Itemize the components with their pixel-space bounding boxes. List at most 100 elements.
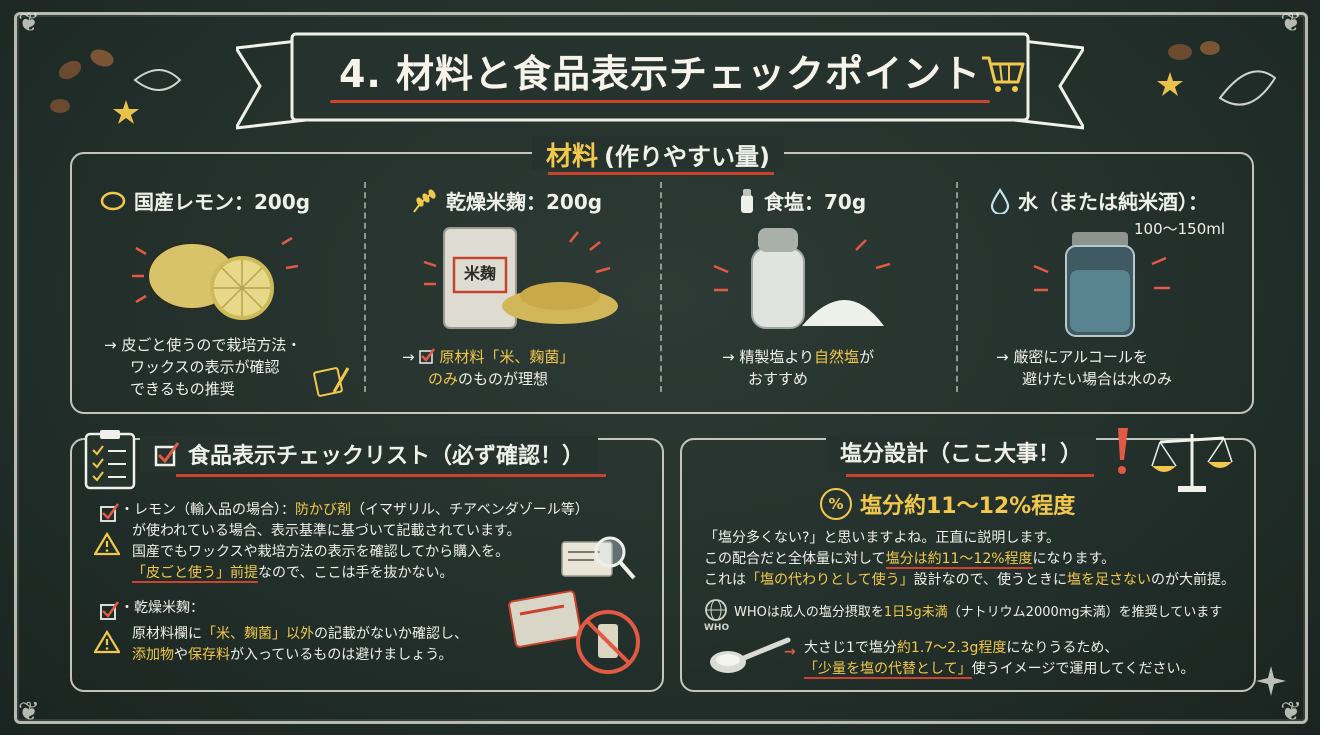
- material-lemon-note: → 皮ごと使うので栽培方法・ ワックスの表示が確認 できるもの推奨: [104, 334, 301, 400]
- checkbox-icon: [419, 348, 436, 364]
- exclamation-icon: [1118, 428, 1128, 474]
- highlight: 1日5g未満: [883, 605, 948, 620]
- material-salt-note: → 精製塩より自然塩が おすすめ: [722, 346, 874, 390]
- text: が入っているものは避けましょう。: [230, 647, 453, 663]
- who-globe-icon: [705, 599, 727, 621]
- page-title: 4. 材料と食品表示チェックポイント: [338, 51, 982, 96]
- salt-percentage: % 塩分約11～12%程度: [820, 488, 1075, 520]
- magnifier-label-icon: [561, 536, 636, 580]
- highlight: 保存料: [188, 647, 230, 663]
- title-underline: [330, 100, 990, 103]
- note-arrow: →: [402, 348, 420, 366]
- text: の記載がないか確認し、: [314, 626, 468, 642]
- column-divider: [660, 182, 662, 392]
- text: になりうるため、: [1006, 640, 1119, 656]
- label-pencil-icon: [313, 367, 350, 397]
- warning-icon: [94, 630, 120, 654]
- material-lemon: 国産レモン：200g: [100, 186, 310, 215]
- flourish-icon: ❦: [18, 8, 40, 38]
- salt-line1: 「塩分多くない?」と思いますよね。正直に説明します。: [704, 530, 1061, 546]
- koji-bag-label: 米麹: [463, 264, 496, 283]
- text: のが大前提。: [1151, 572, 1236, 588]
- note-highlight: のみ: [428, 370, 459, 388]
- salt-last-line: 「少量を塩の代替として」使うイメージで運用してください。: [804, 659, 1194, 680]
- checklist-heading-text: 食品表示チェックリスト（必ず確認！）: [188, 444, 585, 469]
- highlight: 塩を足さない: [1067, 572, 1152, 588]
- note-highlight: 原材料「米、麹菌」: [439, 348, 575, 366]
- material-salt: 食塩：70g: [738, 186, 866, 215]
- text: 大さじ1で塩分: [804, 640, 897, 656]
- flourish-icon: ❦: [1280, 697, 1302, 727]
- salt-who-line: WHOは成人の塩分摂取を1日5g未満（ナトリウム2000mg未満）を推奨していま…: [734, 602, 1222, 623]
- koji-bag-illustration: [423, 227, 618, 329]
- material-water-amount: 100～150ml: [1134, 220, 1226, 238]
- highlight: 防かび剤: [295, 502, 351, 518]
- material-water: 水（または純米酒）：: [990, 186, 1208, 215]
- who-logo-text: WHO: [704, 623, 730, 633]
- warning-icon: [94, 532, 120, 556]
- note-line: 避けたい場合は水のみ: [1022, 370, 1173, 388]
- material-salt-label: 食塩：70g: [764, 190, 867, 214]
- check-lemon-line1: ・レモン（輸入品の場合）：防かび剤（イマザリル、チアベンダゾール等）: [120, 500, 589, 521]
- materials-underline: [548, 172, 774, 175]
- text: ・レモン（輸入品の場合）：: [120, 502, 295, 518]
- flourish-icon: ❦: [1280, 8, 1302, 38]
- check-koji-line1: ・乾燥米麹：: [120, 600, 204, 616]
- column-divider: [364, 182, 366, 392]
- material-koji-note: → 原材料「米、麹菌」 のみのものが理想: [402, 346, 574, 390]
- check-lemon-line2: が使われている場合、表示基準に基づいて記載されています。: [132, 523, 521, 539]
- lemon-icon: [100, 191, 126, 210]
- salt-illustration: [713, 228, 891, 329]
- arrow-icon: →: [784, 644, 796, 660]
- highlight: 「塩の代わりとして使う」: [746, 572, 914, 588]
- text: なので、ここは手を抜かない。: [258, 565, 454, 581]
- percent-icon: %: [820, 488, 852, 520]
- water-jar-illustration: [1033, 232, 1170, 337]
- check-koji-line2: 原材料欄に「米、麹菌」以外の記載がないか確認し、: [132, 624, 468, 645]
- salt-underline: [846, 474, 1094, 477]
- chalk-frame: [14, 12, 1308, 724]
- check-lemon-line4: 「皮ごと使う」前提なので、ここは手を抜かない。: [132, 563, 453, 584]
- materials-heading-main: 材料: [546, 142, 599, 172]
- check-koji-line3: 添加物や保存料が入っているものは避けましょう。: [132, 645, 452, 666]
- materials-heading: 材料 (作りやすい量): [532, 136, 784, 172]
- coffee-bean-doodle-icon: [50, 49, 182, 113]
- text: WHOは成人の塩分摂取を: [734, 605, 884, 620]
- scale-icon: [1151, 434, 1233, 492]
- note-line: ワックスの表示が確認: [130, 358, 280, 376]
- materials-heading-sub: (作りやすい量): [604, 143, 770, 171]
- note-line: のものが理想: [458, 370, 549, 388]
- sparkle-icon: [1256, 666, 1286, 696]
- note-line: が: [859, 348, 875, 366]
- text: 使うイメージで運用してください。: [971, 661, 1195, 677]
- salt-line3: これは「塩の代わりとして使う」設計なので、使うときに塩を足さないのが大前提。: [704, 570, 1235, 591]
- highlight: 「皮ごと使う」前提: [132, 565, 258, 583]
- checkbox-icon: [100, 601, 120, 620]
- material-water-label: 水（または純米酒）：: [1018, 190, 1208, 214]
- salt-spoon-line: 大さじ1で塩分約1.7～2.3g程度になりうるため、: [804, 638, 1118, 659]
- clipboard-icon: [84, 430, 136, 490]
- text: （ナトリウム2000mg未満）を推奨しています: [947, 605, 1223, 620]
- cart-icon: [982, 56, 1025, 92]
- material-water-note: → 厳密にアルコールを 避けたい場合は水のみ: [996, 346, 1172, 390]
- no-additive-icon: [508, 590, 640, 674]
- note-line: → 皮ごと使うので栽培方法・: [104, 336, 302, 354]
- salt-heading: 塩分設計（ここ大事！）: [826, 436, 1097, 472]
- check-lemon-line3: 国産でもワックスや栽培方法の表示を確認してから購入を。: [132, 544, 510, 560]
- checklist-underline: [176, 474, 606, 477]
- text: 原材料欄に: [132, 626, 202, 642]
- highlight: 添加物: [132, 647, 174, 663]
- highlight: 「少量を塩の代替として」: [804, 661, 972, 679]
- highlight: 塩分は約11～12%程度: [885, 551, 1033, 569]
- star-icon: [113, 100, 139, 124]
- text: この配合だと全体量に対して: [704, 551, 886, 567]
- spoon-icon: [710, 637, 791, 673]
- text: （イマザリル、チアベンダゾール等）: [351, 502, 589, 518]
- rice-stalk-icon: [413, 188, 436, 213]
- salt-line2: この配合だと全体量に対して塩分は約11～12%程度になります。: [704, 549, 1115, 570]
- flourish-icon: ❦: [18, 697, 40, 727]
- text: になります。: [1032, 551, 1116, 567]
- text: や: [174, 647, 188, 663]
- lemon-illustration: [132, 236, 299, 320]
